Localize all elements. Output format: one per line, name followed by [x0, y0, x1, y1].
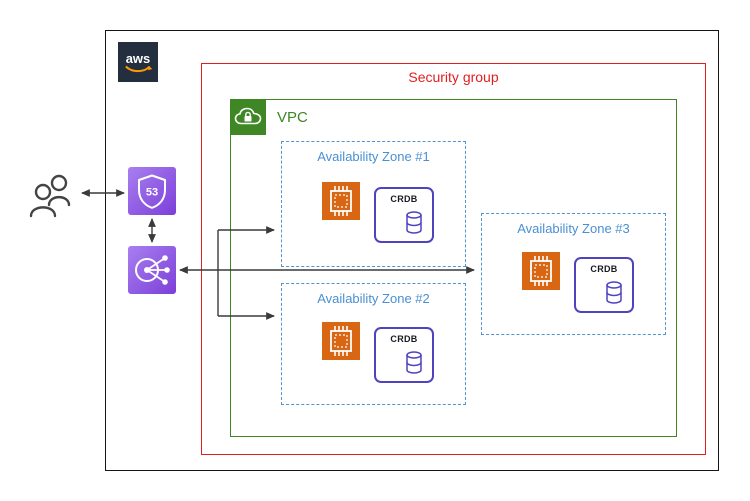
- ec2-icon: [322, 322, 360, 360]
- database-cylinder-icon: [406, 351, 422, 374]
- ec2-icon: [522, 252, 560, 290]
- database-cylinder-icon: [606, 281, 622, 304]
- crdb-node: CRDB: [374, 187, 434, 243]
- users-icon: [28, 168, 76, 224]
- vpc-cloud-lock-icon: [230, 99, 266, 135]
- availability-zone-2-label: Availability Zone #2: [317, 291, 430, 306]
- availability-zone-3: Availability Zone #3 CRDB: [481, 213, 666, 335]
- crdb-label: CRDB: [390, 194, 418, 204]
- availability-zone-3-label: Availability Zone #3: [517, 221, 630, 236]
- vpc-label: VPC: [277, 109, 308, 126]
- route53-icon: 53: [128, 167, 176, 215]
- availability-zone-1: Availability Zone #1 CRDB: [281, 141, 466, 267]
- route53-label: 53: [146, 187, 158, 199]
- database-cylinder-icon: [406, 211, 422, 234]
- aws-logo-text: aws: [126, 51, 151, 66]
- crdb-node: CRDB: [374, 327, 434, 383]
- security-group-boundary: Security group VPC Availability Zone #1: [201, 63, 706, 455]
- vpc-boundary: VPC Availability Zone #1: [230, 99, 677, 437]
- crdb-label: CRDB: [590, 264, 618, 274]
- ec2-icon: [322, 182, 360, 220]
- load-balancer-icon: [128, 246, 176, 294]
- crdb-node: CRDB: [574, 257, 634, 313]
- crdb-label: CRDB: [390, 334, 418, 344]
- aws-logo: aws: [118, 42, 158, 82]
- aws-smile-icon: [125, 66, 150, 73]
- availability-zone-1-label: Availability Zone #1: [317, 149, 430, 164]
- aws-cloud-boundary: aws Security group VPC: [105, 30, 719, 471]
- security-group-label: Security group: [408, 69, 499, 85]
- availability-zone-2: Availability Zone #2 CRDB: [281, 283, 466, 405]
- route53-shield-icon: [138, 174, 166, 209]
